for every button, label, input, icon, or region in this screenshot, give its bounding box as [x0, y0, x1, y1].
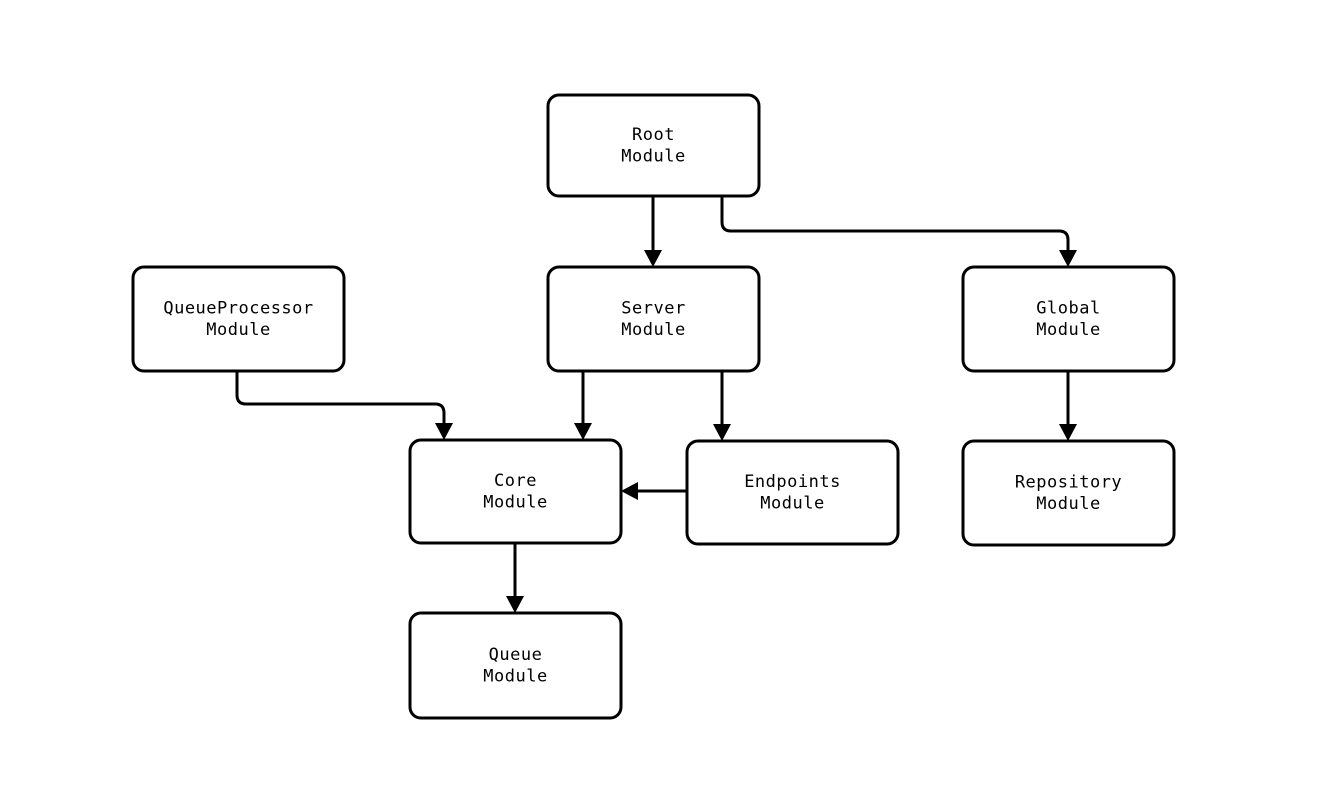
- node-label-line1-root: Root: [632, 125, 675, 145]
- edge-root-to-global: Root Module to Global Module: [720, 196, 1077, 267]
- arrowhead-root-to-global: [1059, 250, 1077, 267]
- edge-queueprocessor-to-core: QueueProcessor Module to Core Module: [235, 371, 453, 440]
- arrowhead-queueprocessor-to-core: [435, 423, 453, 440]
- edge-root-to-server: Root Module to Server Module: [644, 196, 662, 267]
- node-label-line2-queue: Module: [483, 667, 547, 687]
- node-box-root[interactable]: [546, 93, 761, 198]
- edge-line-queueprocessor-to-core: [235, 371, 446, 425]
- edge-endpoints-to-core: Endpoints Module to Core Module: [621, 482, 687, 500]
- node-label-line1-queue: Queue: [489, 645, 543, 665]
- node-label-line1-global: Global: [1036, 298, 1100, 318]
- node-label-line2-root: Module: [621, 147, 685, 167]
- edge-global-to-repository: Global Module to Repository Module: [1059, 371, 1077, 441]
- edge-core-to-queue: Core Module to Queue Module: [506, 543, 524, 613]
- node-label-line2-endpoints: Module: [760, 494, 824, 514]
- arrowhead-root-to-server: [644, 250, 662, 267]
- node-label-line1-endpoints: Endpoints: [744, 472, 841, 492]
- node-label-line1-repository: Repository: [1015, 472, 1122, 492]
- node-box-core[interactable]: [408, 438, 623, 545]
- node-label-line2-global: Module: [1036, 320, 1100, 340]
- node-label-line1-server: Server: [621, 298, 685, 318]
- node-label-line2-queueprocessor: Module: [206, 320, 270, 340]
- arrowhead-server-to-endpoints: [713, 424, 731, 441]
- node-box-repository[interactable]: [961, 439, 1176, 547]
- edge-line-root-to-global: [720, 196, 1070, 252]
- node-label-line1-core: Core: [494, 471, 537, 491]
- edge-server-to-core: Server Module to Core Module: [574, 371, 592, 440]
- arrowhead-endpoints-to-core: [621, 482, 638, 500]
- edge-server-to-endpoints: Server Module to Endpoints Module: [713, 371, 731, 441]
- arrowhead-global-to-repository: [1059, 424, 1077, 441]
- node-label-line1-queueprocessor: QueueProcessor: [163, 298, 313, 318]
- arrowhead-core-to-queue: [506, 596, 524, 613]
- node-box-global[interactable]: [961, 265, 1176, 373]
- node-box-queueprocessor[interactable]: [131, 265, 346, 373]
- node-box-queue[interactable]: [408, 611, 623, 720]
- node-box-server[interactable]: [546, 265, 761, 373]
- edges-layer: Root Module to Server Module Root Module …: [235, 196, 1077, 613]
- node-box-endpoints[interactable]: [685, 439, 900, 546]
- node-label-line2-server: Module: [621, 320, 685, 340]
- arrowhead-server-to-core: [574, 423, 592, 440]
- node-label-line2-core: Module: [483, 493, 547, 513]
- node-label-line2-repository: Module: [1036, 494, 1100, 514]
